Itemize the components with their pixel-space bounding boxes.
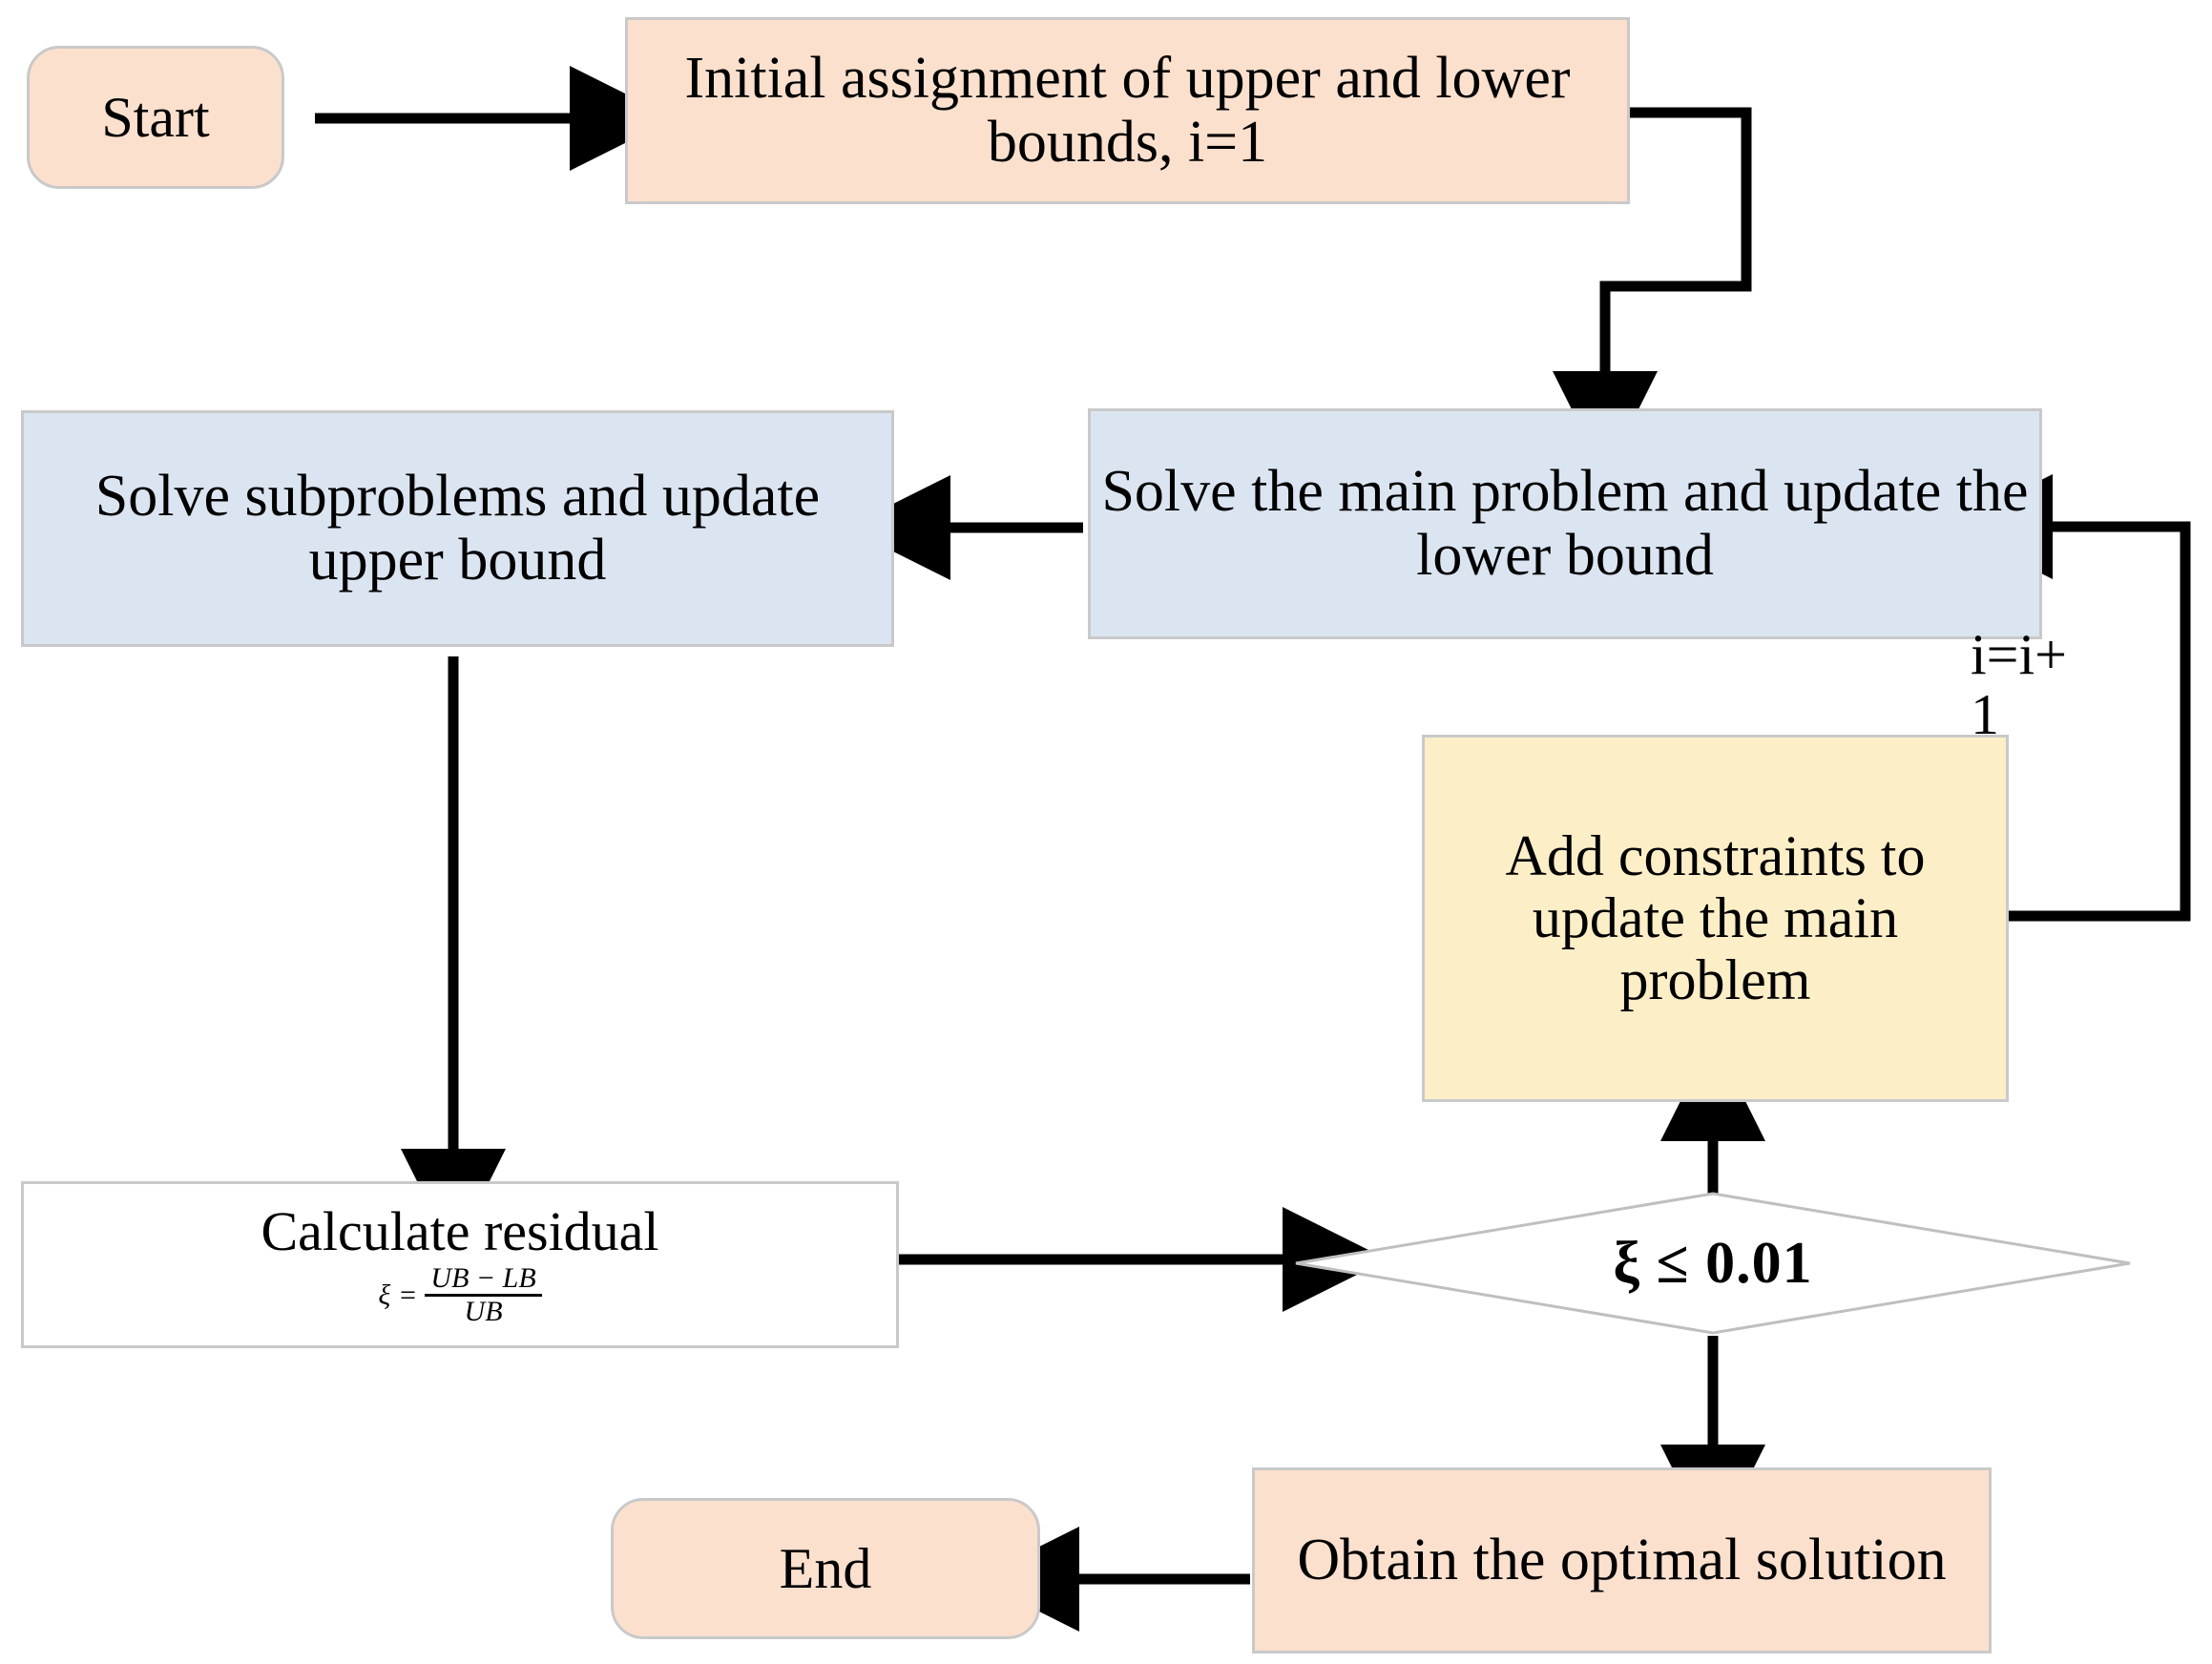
residual-formula-lhs: ξ	[378, 1279, 391, 1311]
node-decision-label: ξ ≤ 0.01	[1613, 1230, 1813, 1296]
node-solve-main-problem[interactable]: Solve the main problem and update the lo…	[1088, 408, 2042, 639]
node-start[interactable]: Start	[27, 46, 284, 189]
node-decision-residual-check[interactable]: ξ ≤ 0.01	[1293, 1191, 2133, 1336]
node-calculate-residual-label: Calculate residual	[261, 1200, 659, 1263]
node-obtain-optimal-solution[interactable]: Obtain the optimal solution	[1252, 1467, 1992, 1654]
node-start-label: Start	[101, 85, 210, 149]
decision-diamond-shape	[1295, 1192, 2131, 1335]
residual-formula: ξ = UB − LB UB	[378, 1261, 542, 1328]
node-initial-assignment[interactable]: Initial assignment of upper and lower bo…	[625, 17, 1630, 204]
edge-label-iteration-counter: i=i+ 1	[1971, 625, 2152, 745]
edge-label-iteration-counter-line2: 1	[1971, 683, 1999, 746]
node-solve-subproblems[interactable]: Solve subproblems and update upper bound	[21, 410, 894, 647]
residual-formula-equals: =	[398, 1279, 418, 1311]
node-obtain-optimal-solution-label: Obtain the optimal solution	[1297, 1528, 1947, 1593]
node-end[interactable]: End	[611, 1498, 1040, 1639]
node-solve-subproblems-label: Solve subproblems and update upper bound	[94, 464, 821, 593]
residual-formula-fraction: UB − LB UB	[425, 1261, 542, 1328]
fraction-bar	[425, 1294, 542, 1298]
node-end-label: End	[779, 1536, 872, 1600]
residual-formula-numerator: UB − LB	[430, 1261, 536, 1294]
node-add-constraints-label: Add constraints to update the main probl…	[1505, 824, 1926, 1011]
residual-formula-denominator: UB	[464, 1296, 503, 1328]
node-add-constraints[interactable]: Add constraints to update the main probl…	[1422, 735, 2009, 1102]
node-initial-assignment-label: Initial assignment of upper and lower bo…	[684, 46, 1571, 175]
node-calculate-residual[interactable]: Calculate residual ξ = UB − LB UB	[21, 1181, 899, 1348]
edge-label-iteration-counter-line1: i=i+	[1971, 623, 2068, 686]
node-solve-main-problem-label: Solve the main problem and update the lo…	[1101, 459, 2029, 588]
